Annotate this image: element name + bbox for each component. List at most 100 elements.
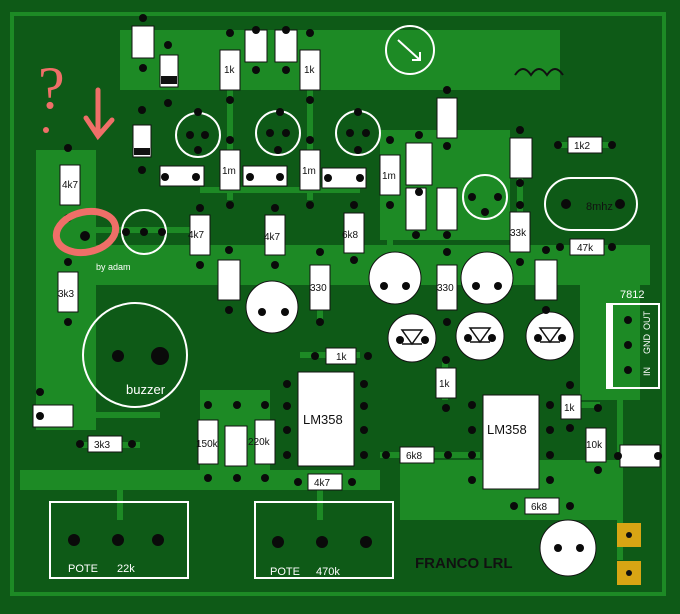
pot-value: 22k bbox=[117, 563, 135, 575]
resistor-label: 1m bbox=[382, 171, 396, 182]
question-mark-annotation: ? bbox=[38, 55, 65, 121]
resistor-label: 1k bbox=[304, 65, 316, 76]
regulator-7812: 7812 IN GND OUT bbox=[606, 289, 660, 389]
capacitor bbox=[217, 259, 241, 301]
resistor-3k3-left: 3k3 bbox=[57, 271, 79, 313]
resistor-4k7-mid1: 4k7 bbox=[188, 214, 211, 256]
capacitor bbox=[224, 425, 248, 467]
resistor-10k: 10k bbox=[585, 427, 607, 463]
regulator-pin-gnd: GND bbox=[642, 334, 652, 355]
resistor-label: 330 bbox=[310, 283, 327, 294]
resistor-4k7-bottom: 4k7 bbox=[307, 473, 343, 491]
capacitor bbox=[509, 137, 533, 179]
pot-22k: POTE 22k bbox=[49, 501, 189, 579]
resistor-4k7-left: 4k7 bbox=[59, 164, 81, 206]
pot-470k: POTE 470k bbox=[254, 501, 394, 579]
led bbox=[387, 313, 437, 363]
ic-label: LM358 bbox=[303, 412, 343, 427]
credit-text: by adam bbox=[96, 262, 131, 272]
resistor-label: 3k3 bbox=[58, 289, 75, 300]
resistor-6k8-mid: 6k8 bbox=[399, 446, 435, 464]
resistor-label: 6k8 bbox=[342, 230, 359, 241]
led bbox=[455, 311, 505, 361]
resistor-33k: 33k bbox=[509, 211, 531, 253]
regulator-pin-out: OUT bbox=[642, 311, 652, 331]
arrow-annotation bbox=[83, 87, 115, 141]
resistor-label: 1k bbox=[336, 352, 348, 363]
resistor-330-a: 330 bbox=[309, 264, 331, 311]
resistor-6k8-top: 6k8 bbox=[342, 212, 365, 254]
capacitor bbox=[405, 142, 433, 186]
capacitor bbox=[321, 167, 367, 189]
resistor-1k-c: 1k bbox=[325, 347, 357, 365]
capacitor bbox=[436, 187, 458, 231]
capacitor bbox=[242, 165, 288, 187]
capacitor bbox=[159, 165, 205, 187]
resistor-label: 6k8 bbox=[406, 451, 423, 462]
pot-value: 470k bbox=[316, 566, 340, 578]
resistor-47k: 47k bbox=[569, 238, 605, 256]
resistor-1k-d: 1k bbox=[435, 367, 457, 399]
resistor-1k-b: 1k bbox=[299, 49, 321, 91]
capacitor bbox=[131, 25, 155, 59]
resistor-1m-b: 1m bbox=[299, 149, 321, 191]
resistor-label: 1k bbox=[564, 403, 576, 414]
regulator-label: 7812 bbox=[620, 289, 644, 301]
resistor-6k8-bottom: 6k8 bbox=[524, 497, 560, 515]
resistor-label: 4k7 bbox=[188, 230, 205, 241]
sensor-top bbox=[385, 25, 435, 75]
resistor-label: 1k2 bbox=[574, 141, 591, 152]
buzzer-label: buzzer bbox=[126, 382, 166, 397]
board-outline-trace bbox=[10, 12, 666, 596]
led bbox=[525, 311, 575, 361]
resistor-4k7-mid2: 4k7 bbox=[264, 214, 286, 256]
resistor-label: 10k bbox=[586, 440, 603, 451]
resistor-150k: 150k bbox=[196, 419, 219, 465]
resistor-1m-c: 1m bbox=[379, 154, 401, 196]
capacitor bbox=[274, 29, 298, 63]
resistor-label: 6k8 bbox=[531, 502, 548, 513]
electrolytic-capacitor bbox=[539, 519, 597, 577]
electrolytic-capacitor bbox=[460, 251, 514, 305]
resistor-label: 33k bbox=[510, 228, 527, 239]
ic-label: LM358 bbox=[487, 422, 527, 437]
circle-annotation bbox=[52, 207, 120, 257]
transistor bbox=[462, 174, 508, 220]
brand-text: FRANCO LRL bbox=[415, 555, 513, 572]
electrolytic-capacitors bbox=[245, 251, 597, 577]
diode-band bbox=[161, 76, 177, 84]
resistor-1k2: 1k2 bbox=[567, 136, 603, 154]
ic-lm358-2: LM358 bbox=[482, 394, 540, 490]
electrolytic-capacitor bbox=[245, 280, 299, 334]
diode-band bbox=[134, 148, 150, 155]
resistor-label: 1m bbox=[222, 166, 236, 177]
resistor-1k-e: 1k bbox=[560, 394, 582, 420]
resistor-label: 4k7 bbox=[314, 478, 331, 489]
resistors: 4k7 1k 1k 1k2 1m 1m 1m 4k7 bbox=[57, 49, 607, 515]
resistor-label: 3k3 bbox=[94, 440, 111, 451]
crystal-label: 8mhz bbox=[586, 201, 613, 213]
resistor-label: 330 bbox=[437, 283, 454, 294]
leds bbox=[387, 311, 575, 363]
ic-lm358-1: LM358 bbox=[297, 371, 355, 467]
resistor-1k-a: 1k bbox=[219, 49, 241, 91]
crystal-8mhz: 8mhz bbox=[544, 177, 638, 231]
inductor bbox=[514, 68, 564, 77]
resistor-1m-a: 1m bbox=[219, 149, 241, 191]
capacitor bbox=[534, 259, 558, 301]
capacitor bbox=[405, 187, 427, 231]
capacitor bbox=[436, 97, 458, 139]
regulator-pin-in: IN bbox=[642, 367, 652, 376]
capacitor bbox=[32, 404, 74, 428]
resistor-330-b: 330 bbox=[436, 264, 458, 311]
capacitor bbox=[244, 29, 268, 63]
resistor-label: 4k7 bbox=[264, 232, 281, 243]
annotation: ? bbox=[38, 55, 120, 257]
resistor-label: 47k bbox=[577, 243, 594, 254]
resistor-label: 1m bbox=[302, 166, 316, 177]
resistor-220k: 220k bbox=[248, 419, 276, 465]
pot-name: POTE bbox=[68, 563, 98, 575]
resistor-label: 4k7 bbox=[62, 180, 79, 191]
buzzer: buzzer bbox=[82, 302, 188, 408]
